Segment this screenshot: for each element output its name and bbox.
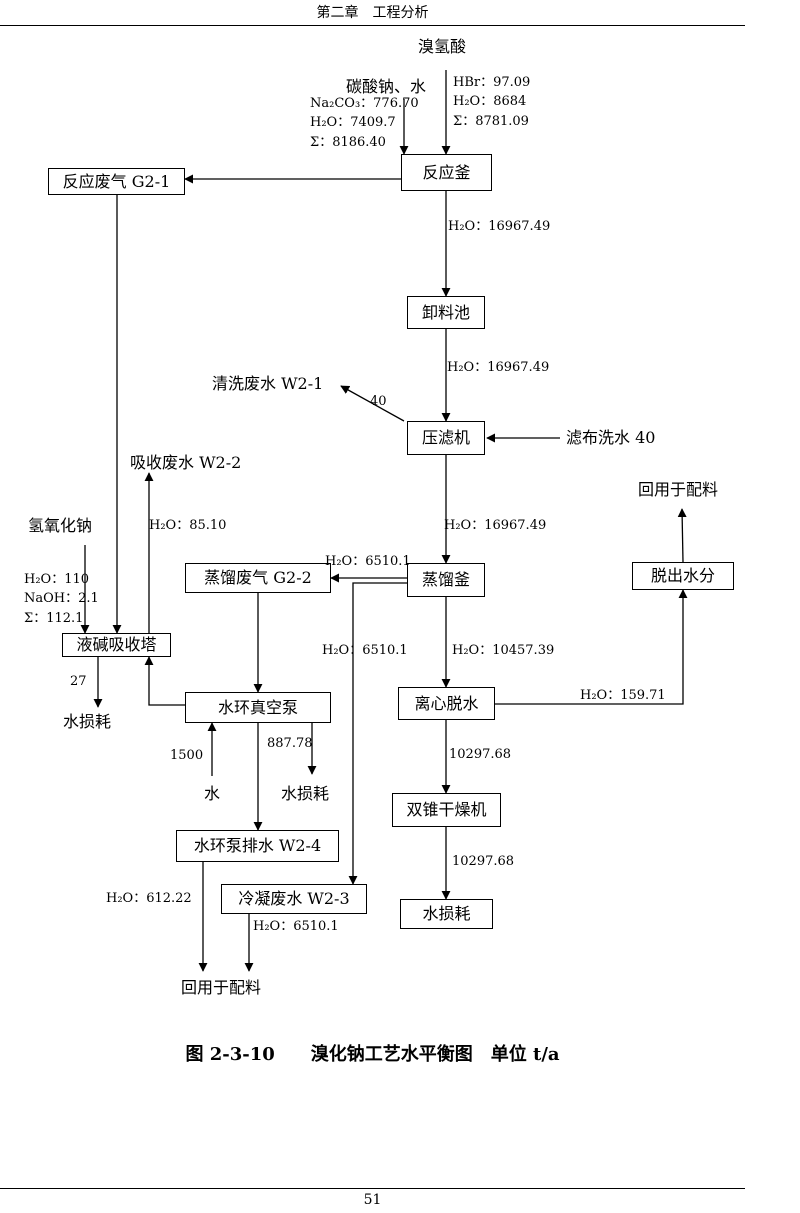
soda-na2co3-label: Na₂CO₃：776.70 [310,96,419,111]
hbr-h2o-label: H₂O：8684 [453,94,527,109]
water1500-value: 1500 [170,748,204,763]
arrow-pump-to-tower [144,656,185,706]
water-label: 水 [204,784,221,803]
flow-filter-distill: H₂O：16967.49 [444,518,547,533]
centrifuge-box: 离心脱水 [398,687,495,720]
wash-40-label: 40 [370,394,387,409]
absorb-h2o-label: H₂O：85.10 [149,518,227,533]
filter-press-box: 压滤机 [407,421,485,455]
arrow-centrifuge-to-dewater [495,589,688,705]
footer-divider [0,1188,745,1189]
discharge-pool-box: 卸料池 [407,296,485,329]
dewater-box: 脱出水分 [632,562,734,590]
condense-h2o-label: H₂O：6510.1 [253,919,339,934]
alkali-tower-box: 液碱吸收塔 [62,633,171,657]
naoh-sum-label: Σ：112.1 [24,611,84,626]
naoh-title: 氢氧化钠 [28,516,93,535]
distill-kettle-box: 蒸馏釜 [407,563,485,597]
distill-gas-label: H₂O：6510.1 [325,554,411,569]
loss887-label: 水损耗 [281,784,330,803]
flow-centrifuge-dryer: 10297.68 [449,747,512,762]
page-header: 第二章 工程分析 [0,0,745,26]
to-centrifuge-label: H₂O：10457.39 [452,643,555,658]
loss27-label: 水损耗 [63,712,112,731]
arrow-distill-to-w23 [348,582,407,885]
dewater-h2o-label: H₂O：159.71 [580,688,666,703]
soda-h2o-label: H₂O：7409.7 [310,115,396,130]
loss887-value: 887.78 [267,736,313,751]
flow-dryer-loss: 10297.68 [452,854,515,869]
arrow-filter-to-w21 [340,385,405,422]
naoh-h2o-label: H₂O：110 [24,572,90,587]
absorb-w22-label: 吸收废水 W2-2 [130,453,242,472]
hbr-sum-label: Σ：8781.09 [453,114,529,129]
wash-w21-label: 清洗废水 W2-1 [212,374,324,393]
reactor-box: 反应釜 [401,154,492,191]
page-number: 51 [363,1192,382,1208]
flow-reactor-pool: H₂O：16967.49 [448,219,551,234]
pump-drain-box: 水环泵排水 W2-4 [176,830,339,862]
figure-caption: 图 2-3-10 溴化钠工艺水平衡图 单位 t/a [185,1044,560,1065]
reuse-bottom-label: 回用于配料 [181,978,262,997]
soda-sum-label: Σ：8186.40 [310,135,386,150]
naoh-naoh-label: NaOH：2.1 [24,591,99,606]
pump-drain-h2o-label: H₂O：612.22 [106,891,192,906]
flow-pool-filter: H₂O：16967.49 [447,360,550,375]
vacuum-pump-box: 水环真空泵 [185,692,331,723]
dryer-box: 双锥干燥机 [392,793,501,827]
hbr-title: 溴氢酸 [418,37,467,56]
loss27-value: 27 [70,674,87,689]
filter-wash-label: 滤布洗水 40 [566,428,656,447]
hbr-hbr-label: HBr：97.09 [453,75,531,90]
gas-g22-box: 蒸馏废气 G2-2 [185,563,331,593]
reuse-top-label: 回用于配料 [638,480,719,499]
arrow-dewater-to-reuse [677,508,687,563]
soda-title: 碳酸钠、水 [346,77,427,96]
to-condense-label: H₂O：6510.1 [322,643,408,658]
water-loss-box: 水损耗 [400,899,493,929]
gas-g21-box: 反应废气 G2-1 [48,168,185,195]
condensate-box: 冷凝废水 W2-3 [221,884,367,914]
